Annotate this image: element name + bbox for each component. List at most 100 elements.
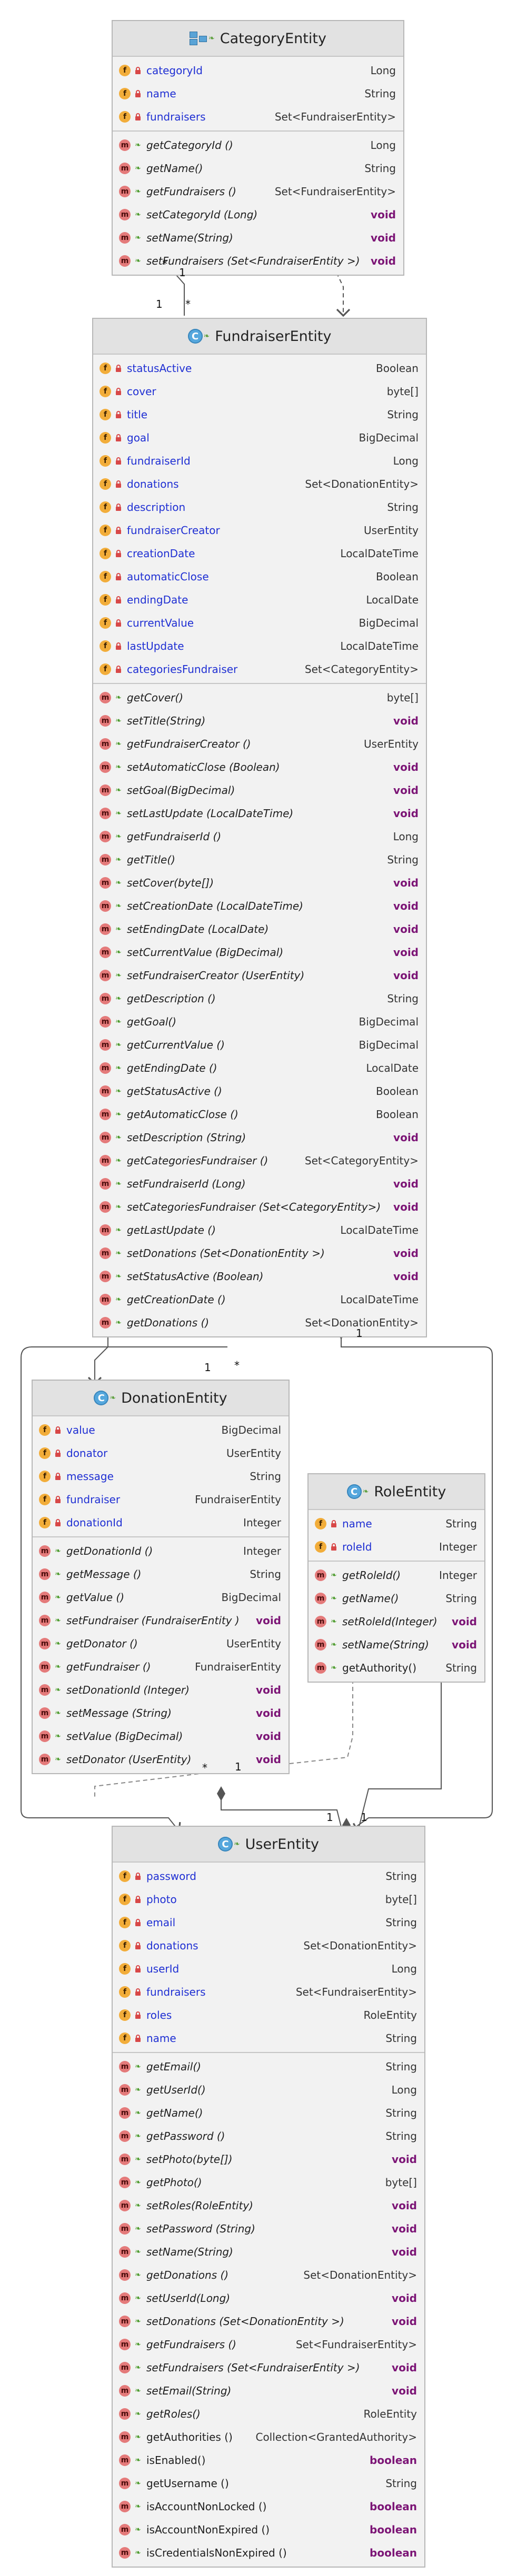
method-row[interactable]: m❧setCover(byte[])void	[93, 871, 426, 894]
method-row[interactable]: m❧setName(String)void	[113, 2240, 424, 2263]
method-row[interactable]: m❧setEndingDate (LocalDate)void	[93, 918, 426, 941]
method-row[interactable]: m❧setCreationDate (LocalDateTime)void	[93, 894, 426, 918]
method-row[interactable]: m❧setTitle(String)void	[93, 709, 426, 732]
method-row[interactable]: m❧getAuthority()String	[309, 1656, 484, 1679]
method-row[interactable]: m❧getCategoriesFundraiser ()Set<Category…	[93, 1149, 426, 1172]
method-row[interactable]: m❧getAuthorities ()Collection<GrantedAut…	[113, 2426, 424, 2449]
method-row[interactable]: m❧getFundraiser ()FundraiserEntity	[33, 1655, 289, 1678]
method-row[interactable]: m❧setGoal(BigDecimal)void	[93, 779, 426, 802]
method-row[interactable]: m❧getUserId()Long	[113, 2078, 424, 2101]
method-row[interactable]: m❧getRoleId()Integer	[309, 1564, 484, 1587]
method-row[interactable]: m❧setFundraisers (Set<FundraiserEntity >…	[113, 249, 403, 273]
method-row[interactable]: m❧getTitle()String	[93, 848, 426, 871]
method-row[interactable]: m❧getMessage ()String	[33, 1563, 289, 1586]
method-row[interactable]: m❧getValue ()BigDecimal	[33, 1586, 289, 1609]
method-row[interactable]: m❧setMessage (String)void	[33, 1702, 289, 1725]
method-row[interactable]: m❧getEmail()String	[113, 2055, 424, 2078]
method-row[interactable]: m❧getCover()byte[]	[93, 686, 426, 709]
method-row[interactable]: m❧setDonations (Set<DonationEntity >)voi…	[93, 1242, 426, 1265]
method-row[interactable]: m❧getLastUpdate ()LocalDateTime	[93, 1219, 426, 1242]
method-row[interactable]: m❧getName()String	[113, 157, 403, 180]
method-row[interactable]: m❧setLastUpdate (LocalDateTime)void	[93, 802, 426, 825]
method-row[interactable]: m❧getName()String	[113, 2101, 424, 2125]
method-row[interactable]: m❧setValue (BigDecimal)void	[33, 1725, 289, 1748]
method-row[interactable]: m❧setDescription (String)void	[93, 1126, 426, 1149]
method-row[interactable]: m❧setEmail(String)void	[113, 2379, 424, 2402]
method-row[interactable]: m❧setPhoto(byte[])void	[113, 2148, 424, 2171]
method-row[interactable]: m❧getFundraisers ()Set<FundraiserEntity>	[113, 180, 403, 203]
method-row[interactable]: m❧setFundraiserCreator (UserEntity)void	[93, 964, 426, 987]
method-row[interactable]: m❧getFundraiserCreator ()UserEntity	[93, 732, 426, 756]
method-row[interactable]: m❧getDonationId ()Integer	[33, 1539, 289, 1563]
method-row[interactable]: m❧getCreationDate ()LocalDateTime	[93, 1288, 426, 1311]
method-row[interactable]: m❧setAutomaticClose (Boolean)void	[93, 756, 426, 779]
method-row[interactable]: m❧getDonations ()Set<DonationEntity>	[113, 2263, 424, 2287]
method-row[interactable]: m❧getAutomaticClose ()Boolean	[93, 1103, 426, 1126]
method-row[interactable]: m❧setUserId(Long)void	[113, 2287, 424, 2310]
method-row[interactable]: m❧getDescription ()String	[93, 987, 426, 1010]
method-row[interactable]: m❧setDonator (UserEntity)void	[33, 1748, 289, 1771]
method-row[interactable]: m❧setRoleId(Integer)void	[309, 1610, 484, 1633]
method-row[interactable]: m❧setName(String)void	[113, 226, 403, 249]
method-row[interactable]: m❧getRoles()RoleEntity	[113, 2402, 424, 2426]
method-row[interactable]: m❧setFundraisers (Set<FundraiserEntity >…	[113, 2356, 424, 2379]
method-row[interactable]: m❧isAccountNonLocked ()boolean	[113, 2495, 424, 2518]
method-row[interactable]: m❧getUsername ()String	[113, 2472, 424, 2495]
method-row[interactable]: m❧getDonator ()UserEntity	[33, 1632, 289, 1655]
method-row[interactable]: m❧getEndingDate ()LocalDate	[93, 1056, 426, 1080]
method-row[interactable]: m❧getPassword ()String	[113, 2125, 424, 2148]
method-row[interactable]: m❧getPhoto()byte[]	[113, 2171, 424, 2194]
method-row[interactable]: m❧getStatusActive ()Boolean	[93, 1080, 426, 1103]
method-row[interactable]: m❧getCategoryId ()Long	[113, 134, 403, 157]
method-row[interactable]: m❧setCategoryId (Long)void	[113, 203, 403, 226]
method-row[interactable]: m❧setStatusActive (Boolean)void	[93, 1265, 426, 1288]
method-row[interactable]: m❧isAccountNonExpired ()boolean	[113, 2518, 424, 2541]
method-row[interactable]: m❧setName(String)void	[309, 1633, 484, 1656]
method-row[interactable]: m❧setCategoriesFundraiser (Set<CategoryE…	[93, 1195, 426, 1219]
method-row[interactable]: m❧setPassword (String)void	[113, 2217, 424, 2240]
method-row[interactable]: m❧setDonations (Set<DonationEntity >)voi…	[113, 2310, 424, 2333]
method-row[interactable]: m❧getCurrentValue ()BigDecimal	[93, 1033, 426, 1056]
method-row[interactable]: m❧setRoles(RoleEntity)void	[113, 2194, 424, 2217]
method-row[interactable]: m❧getGoal()BigDecimal	[93, 1010, 426, 1033]
method-row[interactable]: m❧getFundraisers ()Set<FundraiserEntity>	[113, 2333, 424, 2356]
method-row[interactable]: m❧setFundraiserId (Long)void	[93, 1172, 426, 1195]
method-row[interactable]: m❧getFundraiserId ()Long	[93, 825, 426, 848]
